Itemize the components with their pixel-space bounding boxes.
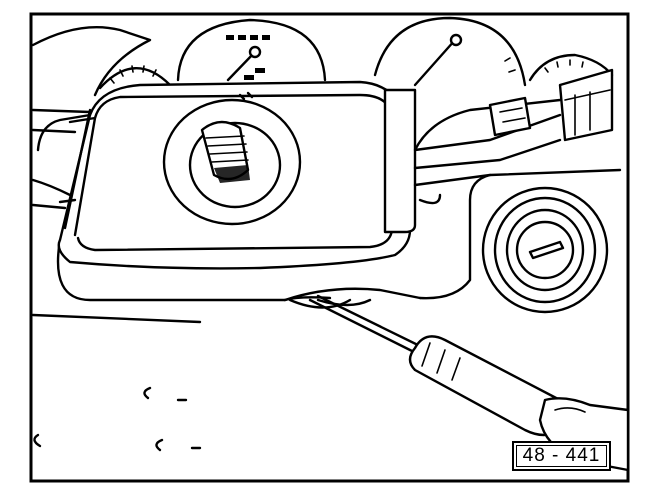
speedometer-gauge	[176, 18, 327, 82]
instrument-cluster	[98, 16, 614, 90]
gauge-needle-2	[413, 38, 457, 87]
tachometer-gauge	[373, 16, 527, 87]
figure-reference-number: 48 - 441	[512, 441, 611, 471]
retaining-clips	[33, 386, 202, 452]
gauge-needle-1	[226, 50, 257, 82]
small-gauge-left	[98, 67, 172, 90]
screwdriver	[308, 294, 569, 437]
dashboard-left-edge	[31, 25, 202, 324]
ignition-lock	[481, 186, 609, 314]
steering-wheel-hub	[36, 80, 412, 270]
figure-frame	[29, 12, 630, 483]
dashboard-panel	[56, 98, 622, 309]
thumb-nail	[554, 407, 586, 413]
switch-stalk	[383, 68, 614, 234]
release-slot	[316, 298, 372, 307]
small-gauge-right	[528, 53, 614, 82]
